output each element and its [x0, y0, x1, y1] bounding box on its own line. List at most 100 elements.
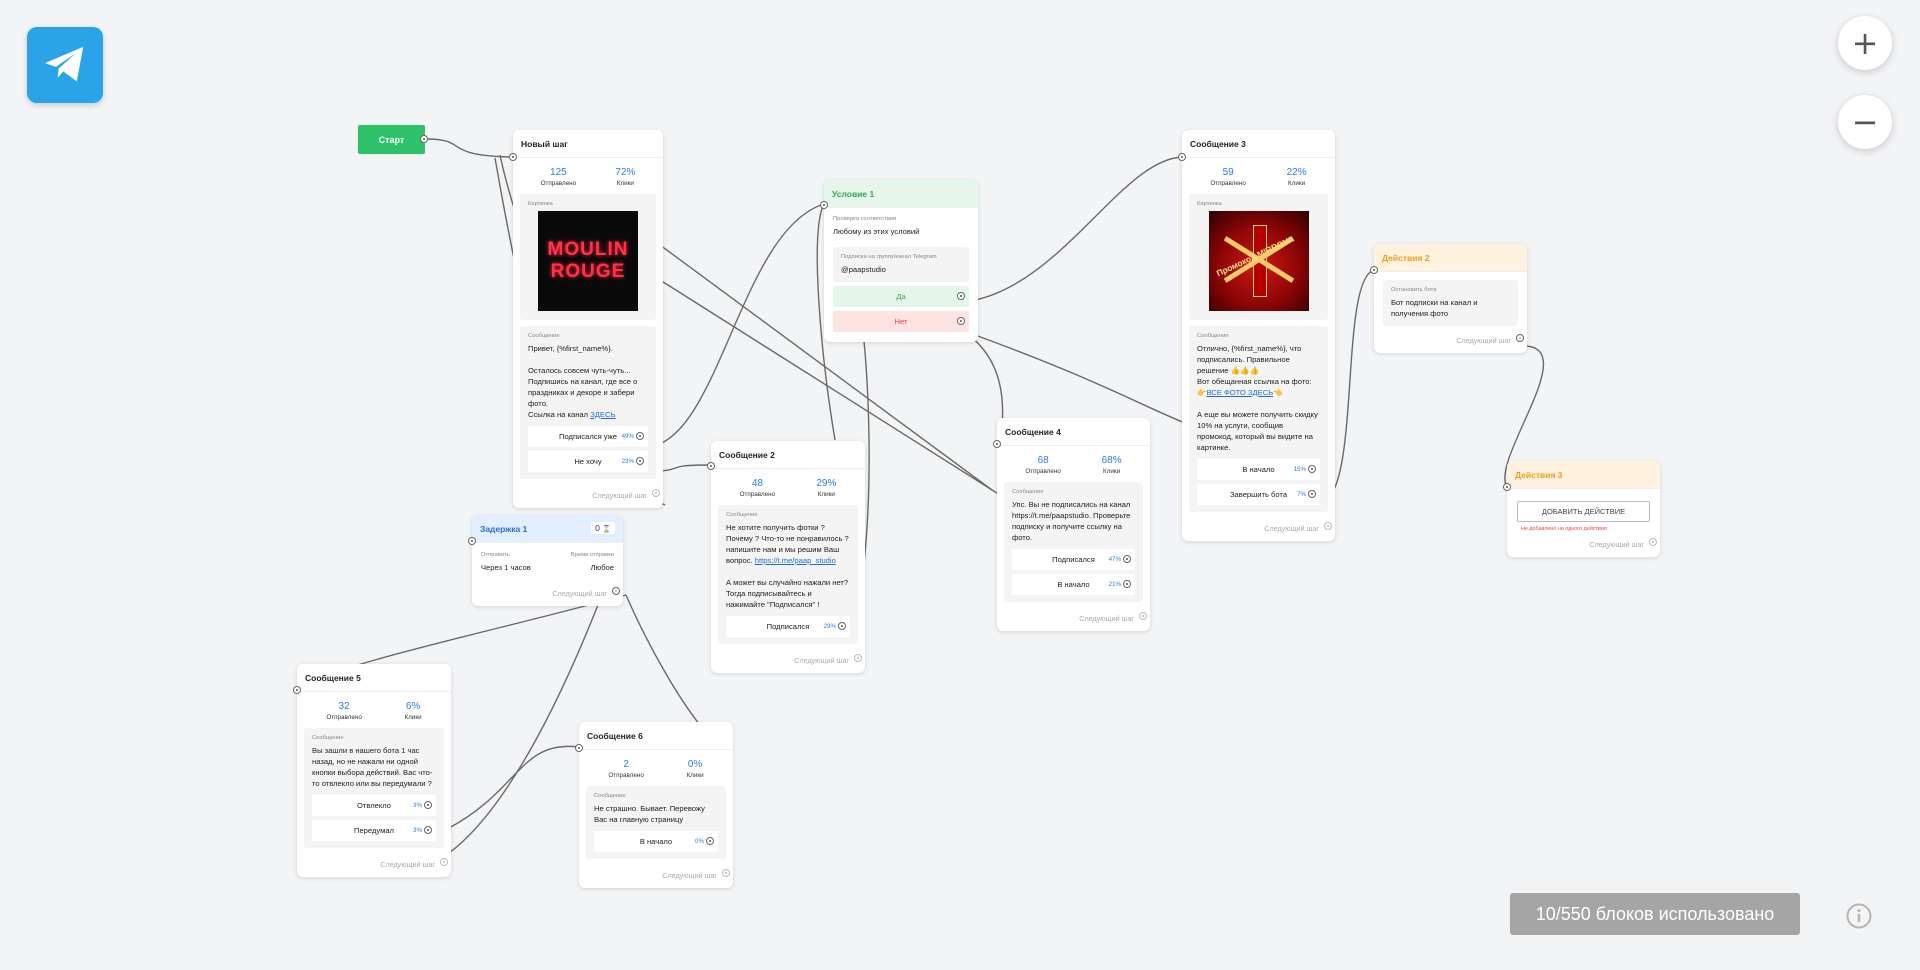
- click-rate: 22%: [1286, 167, 1307, 178]
- delay-badge: 0 ⌛: [591, 522, 615, 534]
- no-output-port[interactable]: [957, 317, 965, 325]
- input-port[interactable]: [1370, 266, 1378, 274]
- zoom-out-button[interactable]: −: [1838, 95, 1892, 149]
- next-step-port[interactable]: [1516, 334, 1524, 342]
- button-output-port[interactable]: [1308, 465, 1316, 473]
- next-step[interactable]: Следующий шаг: [1182, 518, 1335, 541]
- node-title: Действия 2: [1374, 244, 1527, 272]
- windmill-promo-image: Промокод MIRROVA: [1208, 211, 1309, 311]
- next-step[interactable]: Следующий шаг: [1507, 534, 1660, 557]
- studio-link[interactable]: https://t.me/paap_studio: [754, 556, 836, 565]
- next-step-port[interactable]: [440, 858, 448, 866]
- zoom-in-button[interactable]: +: [1838, 16, 1892, 70]
- next-step[interactable]: Следующий шаг: [711, 650, 865, 673]
- channel-link[interactable]: ЗДЕСЬ: [590, 410, 616, 419]
- button-dont-want[interactable]: Не хочу 23%: [528, 451, 648, 472]
- next-step-port[interactable]: [1649, 538, 1657, 546]
- condition-no-branch[interactable]: Нет: [833, 311, 969, 332]
- next-step[interactable]: Следующий шаг: [472, 577, 623, 606]
- node-title: Сообщение 2: [711, 441, 865, 469]
- input-port[interactable]: [468, 537, 476, 545]
- send-time-value: Любое: [590, 563, 614, 572]
- node-condition-1[interactable]: Условие 1 Проверка соответствия Любому и…: [820, 180, 978, 342]
- message-section[interactable]: Сообщение Не хотите получить фотки ? Поч…: [718, 505, 858, 644]
- node-action-3[interactable]: Действия 3 ДОБАВИТЬ ДЕЙСТВИЕ Не добавлен…: [1503, 461, 1660, 557]
- button-to-start[interactable]: В начало 21%: [1012, 574, 1135, 595]
- message-section[interactable]: Сообщение Отлично, {%first_name%}, что п…: [1189, 326, 1328, 512]
- node-delay-1[interactable]: Задержка 1 0 ⌛ Отправить Через 1 часов В…: [468, 515, 623, 606]
- button-output-port[interactable]: [706, 837, 714, 845]
- edge-yes-msg3: [963, 156, 1183, 303]
- yes-output-port[interactable]: [957, 292, 965, 300]
- condition-yes-branch[interactable]: Да: [833, 286, 969, 307]
- input-port[interactable]: [820, 201, 828, 209]
- info-icon[interactable]: [1845, 902, 1873, 930]
- next-step-port[interactable]: [612, 587, 620, 595]
- next-step[interactable]: Следующий шаг: [997, 608, 1150, 631]
- button-output-port[interactable]: [838, 622, 846, 630]
- photos-link[interactable]: ВСЕ ФОТО ЗДЕСЬ: [1206, 388, 1274, 397]
- next-step-port[interactable]: [652, 489, 660, 497]
- node-action-2[interactable]: Действия 2 Остановить бота Бот подписки …: [1370, 244, 1527, 353]
- next-step[interactable]: Следующий шаг: [579, 865, 733, 888]
- message-section[interactable]: Сообщение Упс. Вы не подписались на кана…: [1004, 482, 1143, 602]
- button-changed-mind[interactable]: Передумал 3%: [312, 820, 436, 841]
- next-step-port[interactable]: [722, 869, 730, 877]
- button-subscribed-already[interactable]: Подписался уже 49%: [528, 426, 648, 447]
- button-output-port[interactable]: [424, 801, 432, 809]
- picture-section[interactable]: Картинка Промокод MIRROVA: [1189, 194, 1328, 320]
- input-port[interactable]: [293, 686, 301, 694]
- node-title: Условие 1: [824, 180, 978, 208]
- button-output-port[interactable]: [424, 826, 432, 834]
- input-port[interactable]: [707, 462, 715, 470]
- next-step[interactable]: Следующий шаг: [513, 485, 663, 508]
- plus-icon: +: [1851, 24, 1879, 62]
- add-action-button[interactable]: ДОБАВИТЬ ДЕЙСТВИЕ: [1517, 501, 1650, 522]
- next-step[interactable]: Следующий шаг: [297, 854, 451, 877]
- sent-count: 2: [623, 759, 629, 770]
- button-finish-bot[interactable]: Завершить бота 7%: [1197, 484, 1320, 505]
- message-text: Вы зашли в нашего бота 1 час назад, но н…: [312, 746, 433, 788]
- start-output-port[interactable]: [420, 135, 428, 143]
- button-subscribed[interactable]: Подписался 29%: [726, 616, 850, 637]
- input-port[interactable]: [1178, 153, 1186, 161]
- stop-bot-action[interactable]: Остановить бота Бот подписки на канал и …: [1383, 280, 1518, 326]
- sent-count: 48: [751, 478, 763, 489]
- message-section[interactable]: Сообщение Не страшно. Бывает. Перевожу В…: [586, 786, 726, 859]
- sent-count: 32: [338, 701, 350, 712]
- next-step-port[interactable]: [1324, 522, 1332, 530]
- picture-section[interactable]: Картинка MOULIN ROUGE: [520, 194, 656, 320]
- blocks-usage-counter: 10/550 блоков использовано: [1510, 893, 1800, 935]
- button-output-port[interactable]: [1123, 555, 1131, 563]
- input-port[interactable]: [509, 153, 517, 161]
- button-subscribed[interactable]: Подписался 47%: [1012, 549, 1135, 570]
- next-step[interactable]: Следующий шаг: [1374, 330, 1527, 353]
- button-output-port[interactable]: [1308, 490, 1316, 498]
- start-node[interactable]: Старт: [358, 125, 428, 154]
- input-port[interactable]: [1503, 483, 1511, 491]
- button-output-port[interactable]: [1123, 580, 1131, 588]
- delay-value: Через 1 часов: [481, 563, 531, 572]
- next-step-port[interactable]: [854, 654, 862, 662]
- channel-name: @paapstudio: [841, 265, 886, 274]
- subscription-condition[interactable]: Подписка на группу/канал Telegram @paaps…: [833, 247, 969, 282]
- hourglass-icon: ⌛: [602, 526, 611, 533]
- button-to-start[interactable]: В начало 15%: [1197, 459, 1320, 480]
- message-section[interactable]: Сообщение Привет, {%first_name%}. Остало…: [520, 326, 656, 479]
- next-step-port[interactable]: [1139, 612, 1147, 620]
- message-section[interactable]: Сообщение Вы зашли в нашего бота 1 час н…: [304, 728, 444, 848]
- button-output-port[interactable]: [636, 457, 644, 465]
- edge-newstep-condition: [647, 203, 825, 448]
- input-port[interactable]: [993, 440, 1001, 448]
- input-port[interactable]: [575, 744, 583, 752]
- click-rate: 72%: [615, 167, 636, 178]
- button-distracted[interactable]: Отвлекло 3%: [312, 795, 436, 816]
- button-to-start[interactable]: В начало 0%: [594, 831, 718, 852]
- button-output-port[interactable]: [636, 432, 644, 440]
